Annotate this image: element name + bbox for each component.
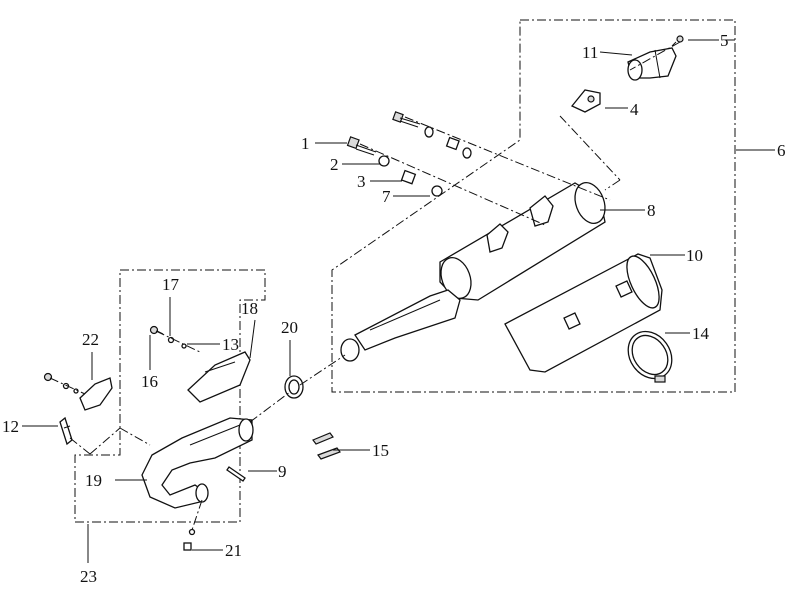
leader-lines xyxy=(22,39,775,563)
callout-6: 6 xyxy=(777,141,786,160)
header-washer xyxy=(188,528,196,536)
callout-22: 22 xyxy=(82,330,99,349)
assembly-axes xyxy=(49,41,681,531)
exhaust-gasket xyxy=(284,375,304,399)
callout-15: 15 xyxy=(372,441,389,460)
cap-screw xyxy=(671,35,684,47)
heat-shield-clamp xyxy=(627,330,673,383)
callout-4: 4 xyxy=(630,100,639,119)
callout-12: 12 xyxy=(2,417,19,436)
header-assembly-boundary xyxy=(74,269,266,523)
callout-18: 18 xyxy=(241,299,258,318)
mounting-bolt-lower xyxy=(346,136,443,197)
header-heat-shield xyxy=(187,351,251,403)
mounting-bolt-upper xyxy=(392,111,472,159)
muffler-body xyxy=(340,182,606,362)
header-pipe xyxy=(141,417,254,509)
callout-13: 13 xyxy=(222,335,239,354)
callout-5: 5 xyxy=(720,31,729,50)
callout-16: 16 xyxy=(141,372,158,391)
oxygen-sensor xyxy=(59,416,73,446)
callout-14: 14 xyxy=(692,324,710,343)
header-nut xyxy=(183,542,192,551)
callout-1: 1 xyxy=(301,134,310,153)
callout-3: 3 xyxy=(357,172,366,191)
rubber-mounts xyxy=(312,432,341,460)
muffler-heat-shield xyxy=(504,253,663,373)
tail-bracket xyxy=(570,89,601,113)
callout-19: 19 xyxy=(85,471,102,490)
callout-7: 7 xyxy=(382,187,391,206)
callout-23: 23 xyxy=(80,567,97,586)
muffler-assembly-boundary xyxy=(331,19,736,393)
callout-labels: 1 2 3 7 5 11 4 6 8 10 14 15 9 12 19 21 2… xyxy=(2,31,786,586)
callout-21: 21 xyxy=(225,541,242,560)
header-stud xyxy=(226,466,246,482)
callout-17: 17 xyxy=(162,275,180,294)
muffler-end-cap xyxy=(627,47,677,81)
callout-20: 20 xyxy=(281,318,298,337)
callout-11: 11 xyxy=(582,43,598,62)
callout-9: 9 xyxy=(278,462,287,481)
callout-10: 10 xyxy=(686,246,703,265)
header-small-shield xyxy=(79,377,113,411)
callout-2: 2 xyxy=(330,155,339,174)
callout-8: 8 xyxy=(647,201,656,220)
